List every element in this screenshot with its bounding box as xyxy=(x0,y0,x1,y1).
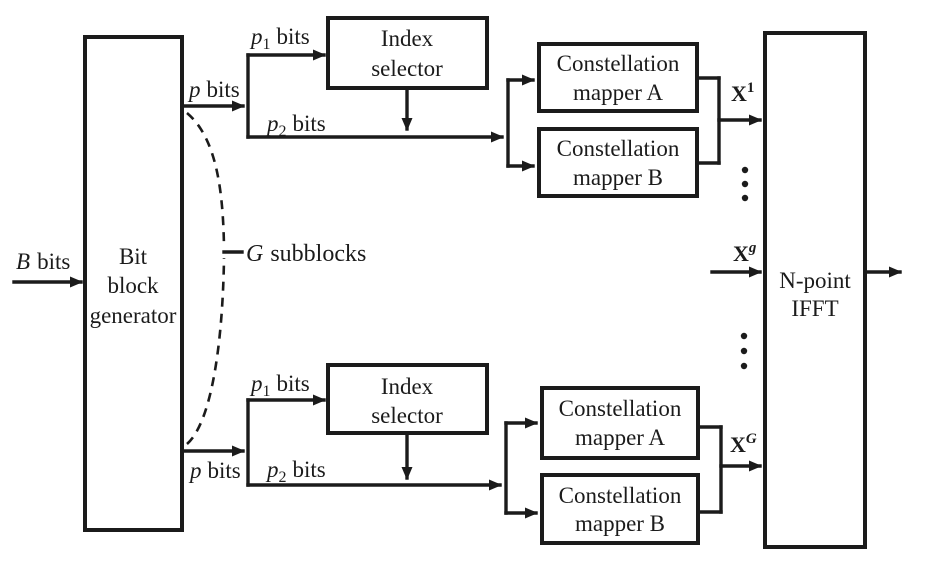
constellation-mapper-b-top-box xyxy=(537,127,699,198)
mapper-b-line1: Constellation xyxy=(559,483,682,508)
xg-label: Xg xyxy=(733,240,757,266)
ellipsis-dots-top xyxy=(741,166,749,202)
x1-label: X1 xyxy=(731,80,754,106)
mapper-b-line2: mapper B xyxy=(575,511,665,536)
subblocks-brace-lower xyxy=(186,257,226,445)
constellation-mapper-b-top-label: Constellation mapper B xyxy=(557,136,680,190)
dot xyxy=(740,347,748,355)
mapper-a-line1: Constellation xyxy=(557,51,680,76)
mapper-b-line1: Constellation xyxy=(557,136,680,161)
index-selector-line2: selector xyxy=(371,403,443,428)
constellation-mapper-a-bottom-box xyxy=(540,386,700,460)
constellation-mapper-b-bottom-box xyxy=(540,473,700,545)
constellation-mapper-a-bottom-label: Constellation mapper A xyxy=(559,396,682,450)
generator-line3: generator xyxy=(90,303,177,328)
mapper-b-line2: mapper B xyxy=(573,165,663,190)
constellation-mapper-a-top-label: Constellation mapper A xyxy=(557,51,680,105)
constellation-mapper-a-top-box xyxy=(537,42,699,113)
constellation-mapper-b-bottom-label: Constellation mapper B xyxy=(559,483,682,536)
mapper-a-line1: Constellation xyxy=(559,396,682,421)
ifft-line2: IFFT xyxy=(791,296,838,321)
subblocks-brace-upper xyxy=(186,112,226,248)
dot xyxy=(741,166,749,174)
index-selector-top-label: Index selector xyxy=(371,26,443,81)
index-selector-top-box xyxy=(326,16,489,90)
index-selector-bottom-box xyxy=(326,363,489,435)
dot xyxy=(741,180,749,188)
mapper-a-line2: mapper A xyxy=(575,425,665,450)
index-selector-line1: Index xyxy=(381,374,434,399)
index-selector-line2: selector xyxy=(371,56,443,81)
ifft-line1: N-point xyxy=(779,268,851,293)
mapper-a-line2: mapper A xyxy=(573,80,663,105)
dot xyxy=(740,362,748,370)
xG-label: XG xyxy=(730,431,757,457)
bit-block-generator-box xyxy=(83,35,184,532)
index-selector-line1: Index xyxy=(381,26,434,51)
dot xyxy=(740,332,748,340)
n-point-ifft-box xyxy=(763,31,867,549)
generator-line2: block xyxy=(107,273,159,298)
dot xyxy=(741,194,749,202)
n-point-ifft-label: N-point IFFT xyxy=(779,268,851,321)
generator-line1: Bit xyxy=(119,244,148,269)
index-selector-bottom-label: Index selector xyxy=(371,374,443,428)
bit-block-generator-label: Bit block generator xyxy=(90,244,177,328)
ellipsis-dots-bottom xyxy=(740,332,748,370)
